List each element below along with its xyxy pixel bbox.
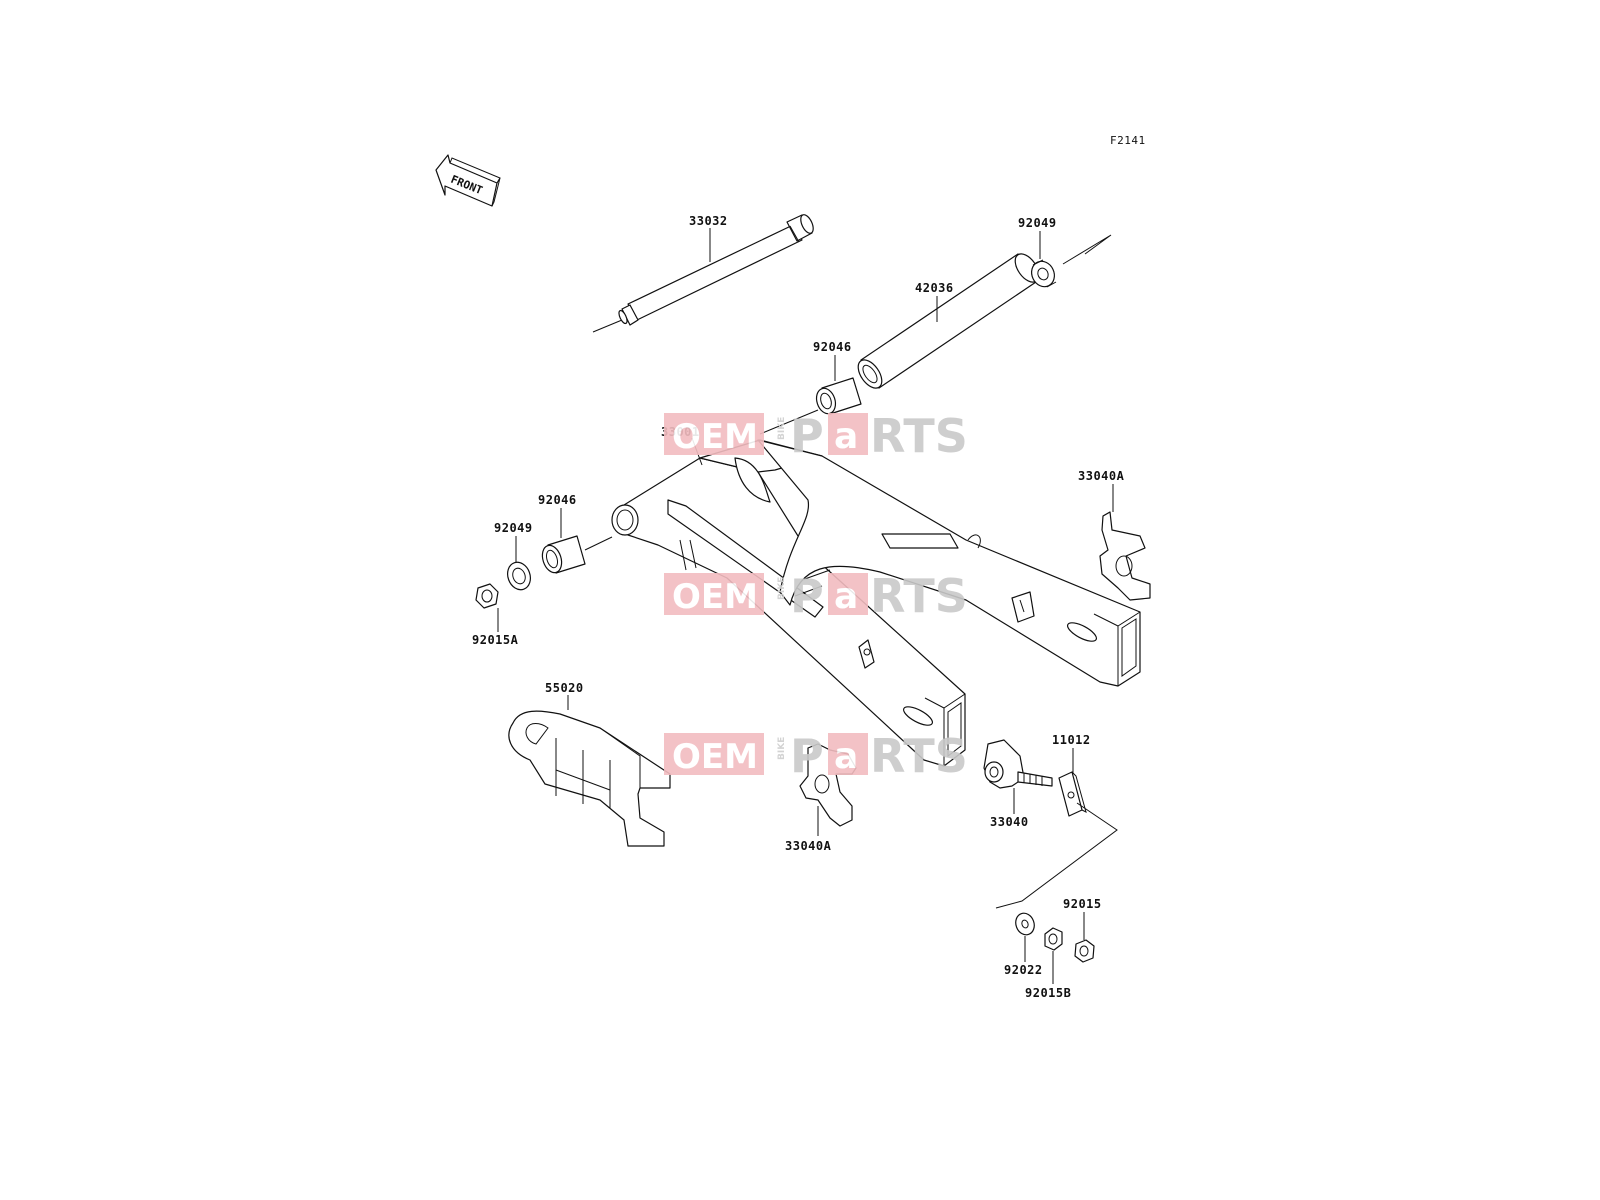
callout-33040-label[interactable]: 33040: [990, 815, 1029, 829]
svg-text:P: P: [790, 729, 824, 783]
svg-text:P: P: [790, 409, 824, 463]
svg-text:OEM: OEM: [672, 577, 758, 617]
watermark-top: OEM BIKE P a RTS: [664, 409, 968, 463]
svg-text:RTS: RTS: [870, 569, 968, 623]
needle-bearing-left[interactable]: [539, 535, 613, 575]
nut-92015[interactable]: [1074, 939, 1095, 963]
callout-55020[interactable]: 55020: [545, 681, 584, 695]
svg-text:a: a: [834, 576, 858, 617]
watermark-middle: OEM BIKE P a RTS: [664, 569, 968, 623]
callout-33040a-right[interactable]: 33040A: [1078, 469, 1125, 483]
svg-text:BIKE: BIKE: [777, 737, 787, 760]
callout-92015a[interactable]: 92015A: [472, 633, 519, 647]
svg-text:RTS: RTS: [870, 729, 968, 783]
callout-92049-top[interactable]: 92049: [1018, 216, 1057, 230]
svg-text:BIKE: BIKE: [777, 417, 787, 440]
svg-text:BIKE: BIKE: [777, 577, 787, 600]
callout-92046-left[interactable]: 92046: [538, 493, 577, 507]
front-arrow-icon: FRONT: [435, 154, 501, 207]
svg-text:OEM: OEM: [672, 417, 758, 457]
callout-33040a-bottom[interactable]: 33040A: [785, 839, 832, 853]
watermark-bottom: OEM BIKE P a RTS: [664, 729, 968, 783]
svg-text:RTS: RTS: [870, 409, 968, 463]
callout-33032[interactable]: 33032: [689, 214, 728, 228]
swingarm-sleeve[interactable]: [853, 250, 1043, 393]
svg-text:a: a: [834, 736, 858, 777]
diagram-code: F2141: [1110, 134, 1146, 147]
swingarm[interactable]: [611, 439, 1141, 767]
callout-92049-left[interactable]: 92049: [494, 521, 533, 535]
chain-adjuster-plate-right[interactable]: [1099, 511, 1151, 601]
seal-top[interactable]: [1028, 258, 1059, 291]
swingarm-pivot-shaft[interactable]: [592, 213, 816, 333]
needle-bearing-top[interactable]: [813, 377, 862, 416]
nut-92015a[interactable]: [475, 583, 499, 609]
chain-guide[interactable]: [508, 710, 671, 847]
callout-92046-top[interactable]: 92046: [813, 340, 852, 354]
callout-92022[interactable]: 92022: [1004, 963, 1043, 977]
seal-left[interactable]: [504, 559, 534, 593]
svg-text:a: a: [834, 416, 858, 457]
washer-92022[interactable]: [1013, 911, 1037, 938]
nut-92015b[interactable]: [1044, 927, 1063, 951]
svg-text:OEM: OEM: [672, 737, 758, 777]
callout-92015[interactable]: 92015: [1063, 897, 1102, 911]
callout-11012[interactable]: 11012: [1052, 733, 1091, 747]
callout-42036[interactable]: 42036: [915, 281, 954, 295]
adjuster-block[interactable]: [1058, 771, 1087, 817]
callout-92015b[interactable]: 92015B: [1025, 986, 1071, 1000]
chain-adjuster[interactable]: [983, 739, 1053, 789]
svg-text:P: P: [790, 569, 824, 623]
